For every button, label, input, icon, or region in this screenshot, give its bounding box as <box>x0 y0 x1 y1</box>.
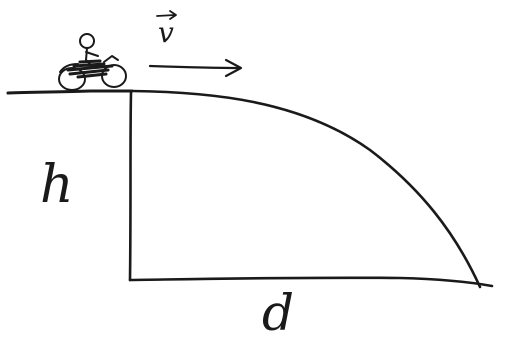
velocity-label-group: v <box>156 10 177 49</box>
distance-label: d <box>262 284 294 337</box>
cliff-face-line <box>128 91 133 282</box>
vector-arrow-mark-icon <box>156 10 177 20</box>
velocity-label: v <box>158 16 174 49</box>
motorcycle-rider-icon <box>58 33 127 91</box>
bottom-ground-line <box>128 276 494 288</box>
height-label: h <box>40 155 74 215</box>
velocity-arrow-icon <box>148 58 243 78</box>
cliff-top-ground <box>6 89 134 95</box>
trajectory-curve <box>130 89 482 289</box>
